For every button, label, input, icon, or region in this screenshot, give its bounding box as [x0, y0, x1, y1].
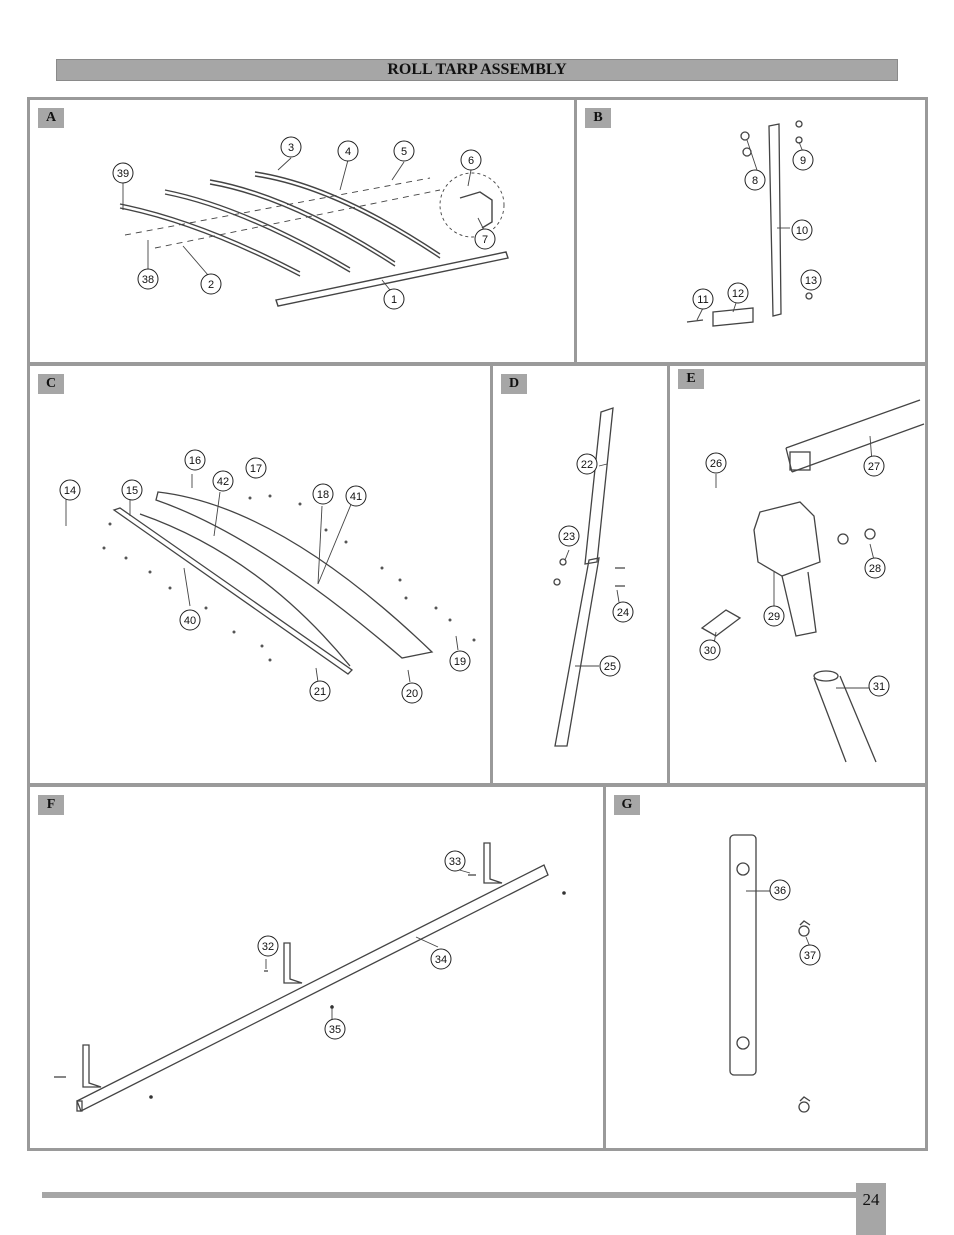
callout-36: 36	[774, 885, 786, 897]
callout-41: 41	[350, 491, 362, 503]
panel-d-drawing: 22 23 24 25	[553, 407, 634, 747]
callout-19: 19	[454, 656, 466, 668]
callout-2: 2	[208, 279, 214, 291]
callout-30: 30	[704, 645, 716, 657]
callout-9: 9	[800, 155, 806, 167]
callout-33: 33	[449, 856, 461, 868]
panel-e-drawing: 26 27 28 29 30 31	[699, 399, 925, 763]
callout-6: 6	[468, 155, 474, 167]
callout-17: 17	[250, 463, 262, 475]
callout-15: 15	[126, 485, 138, 497]
callout-16: 16	[189, 455, 201, 467]
page-title: ROLL TARP ASSEMBLY	[56, 59, 898, 81]
callout-4: 4	[345, 146, 351, 158]
panel-label: B	[585, 108, 611, 128]
panel-g: G 36 37	[603, 784, 928, 1151]
panel-b: B 8 9 10 11 12 13	[574, 97, 928, 365]
panel-f-drawing: 33 32 34 35	[54, 842, 566, 1112]
callout-3: 3	[288, 142, 294, 154]
panel-label: C	[38, 374, 64, 394]
callout-20: 20	[406, 688, 418, 700]
callout-22: 22	[581, 459, 593, 471]
footer-rule	[42, 1192, 856, 1198]
callout-39: 39	[117, 168, 129, 180]
callout-25: 25	[604, 661, 616, 673]
panel-label: A	[38, 108, 64, 128]
panel-label: D	[501, 374, 527, 394]
callout-28: 28	[869, 563, 881, 575]
callout-26: 26	[710, 458, 722, 470]
callout-40: 40	[184, 615, 196, 627]
panel-d: D 22 23 24 25	[490, 363, 670, 786]
callout-5: 5	[401, 146, 407, 158]
callout-31: 31	[873, 681, 885, 693]
callout-13: 13	[805, 275, 817, 287]
callout-35: 35	[329, 1024, 341, 1036]
panel-g-drawing: 36 37	[729, 834, 821, 1113]
panel-label: F	[38, 795, 64, 815]
callout-37: 37	[804, 950, 816, 962]
callout-14: 14	[64, 485, 76, 497]
panel-label: E	[678, 369, 704, 389]
callout-11: 11	[697, 294, 708, 306]
panel-b-drawing: 8 9 10 11 12 13	[686, 120, 822, 327]
panel-label: G	[614, 795, 640, 815]
panel-a: A 39 3	[27, 97, 577, 365]
panel-a-drawing: 39 3 4 5 6 7 38 2 1	[112, 136, 509, 310]
callout-32: 32	[262, 941, 274, 953]
callout-7: 7	[482, 234, 488, 246]
callout-23: 23	[563, 531, 575, 543]
callout-34: 34	[435, 954, 447, 966]
page-number: 24	[856, 1183, 886, 1235]
panel-e: E 26 27 28 29 30 31	[667, 363, 928, 786]
panel-f: F 33 32 34 35	[27, 784, 606, 1151]
callout-38: 38	[142, 274, 154, 286]
callout-42: 42	[217, 476, 229, 488]
callout-1: 1	[391, 294, 397, 306]
callout-29: 29	[768, 611, 780, 623]
callout-18: 18	[317, 489, 329, 501]
panel-c: C 14 15 16	[27, 363, 493, 786]
panel-c-drawing: 14 15 16 42 17 18 41 40 21 20 19	[59, 449, 476, 704]
callout-21: 21	[314, 686, 326, 698]
callout-8: 8	[752, 175, 758, 187]
callout-12: 12	[732, 288, 744, 300]
callout-27: 27	[868, 461, 880, 473]
callout-10: 10	[796, 225, 808, 237]
callout-24: 24	[617, 607, 629, 619]
